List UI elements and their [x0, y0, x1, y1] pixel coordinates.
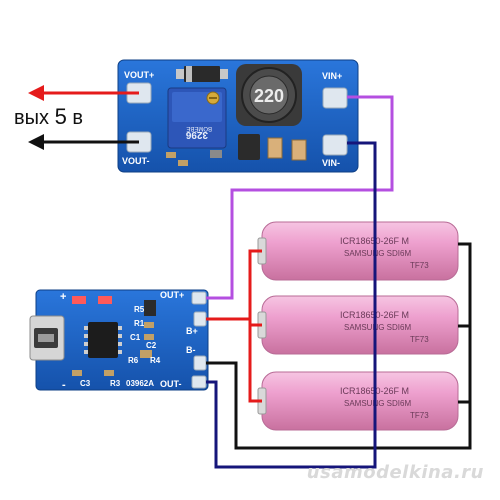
out-minus-label: OUT- — [160, 379, 182, 389]
b-plus-label: B+ — [186, 326, 198, 336]
wire-charger-bminus — [206, 361, 472, 450]
charger-ic — [88, 322, 118, 358]
output-label-unit: в — [72, 107, 83, 129]
label-plus: + — [60, 291, 66, 303]
board-code: 03962A — [126, 379, 154, 388]
b-plus-pad — [193, 311, 207, 327]
wire-out-minus-to-vin-minus — [206, 141, 377, 469]
ic-chip — [238, 134, 260, 160]
label-c2: C2 — [146, 341, 157, 350]
inductor-marking: 220 — [254, 86, 284, 106]
wire-out-plus-to-vin-plus — [206, 95, 394, 300]
wire-battery-negative-bus — [458, 242, 472, 404]
vin-minus-pad — [322, 134, 348, 156]
vin-plus-label: VIN+ — [322, 71, 342, 81]
out-plus-pad — [191, 291, 207, 305]
trimmer-marking: 3296 — [185, 129, 208, 140]
output-label-value: 5 — [54, 104, 67, 129]
watermark: usamodelkina.ru — [306, 462, 484, 483]
charger-module: R5 R1 C1 C2 R6 R4 R3 C3 03962A + - OUT+ … — [29, 289, 209, 391]
trimmer-brand: BOMEBE — [186, 125, 212, 131]
b-minus-pad — [193, 355, 207, 371]
label-r4: R4 — [150, 356, 161, 365]
battery-3-line3: TF73 — [410, 411, 429, 420]
output-negative-arrow — [28, 134, 139, 150]
vout-plus-label: VOUT+ — [124, 70, 154, 80]
label-r3: R3 — [110, 379, 121, 388]
label-minus: - — [62, 379, 66, 391]
micro-usb-connector — [29, 315, 65, 361]
battery-3-line2: SAMSUNG SDI6M — [344, 399, 411, 408]
battery-1-line3: TF73 — [410, 261, 429, 270]
trimmer-potentiometer: 3296 BOMEBE — [167, 87, 227, 149]
vin-minus-label: VIN- — [322, 158, 340, 168]
out-minus-pad — [191, 375, 207, 389]
output-label-prefix: вых — [14, 107, 49, 129]
label-r1: R1 — [134, 319, 145, 328]
output-positive-arrow — [28, 85, 139, 101]
label-r6: R6 — [128, 356, 139, 365]
battery-1-line2: SAMSUNG SDI6M — [344, 249, 411, 258]
label-c3: C3 — [80, 379, 91, 388]
vin-plus-pad — [322, 87, 348, 109]
label-r5: R5 — [134, 305, 145, 314]
battery-2-line3: TF73 — [410, 335, 429, 344]
output-voltage-label: вых 5 в — [14, 104, 83, 130]
inductor: 220 — [236, 64, 302, 126]
label-c1: C1 — [130, 333, 141, 342]
vout-minus-label: VOUT- — [122, 156, 150, 166]
out-plus-label: OUT+ — [160, 290, 184, 300]
battery-1: ICR18650-26F M SAMSUNG SDI6M TF73 — [257, 221, 459, 281]
battery-2: ICR18650-26F M SAMSUNG SDI6M TF73 — [257, 295, 459, 355]
battery-3: ICR18650-26F M SAMSUNG SDI6M TF73 — [257, 371, 459, 431]
battery-2-line2: SAMSUNG SDI6M — [344, 323, 411, 332]
b-minus-label: B- — [186, 345, 196, 355]
boost-module: VOUT+ VOUT- VIN+ VIN- 3296 BOMEBE 220 — [117, 59, 359, 173]
diode — [184, 66, 220, 82]
